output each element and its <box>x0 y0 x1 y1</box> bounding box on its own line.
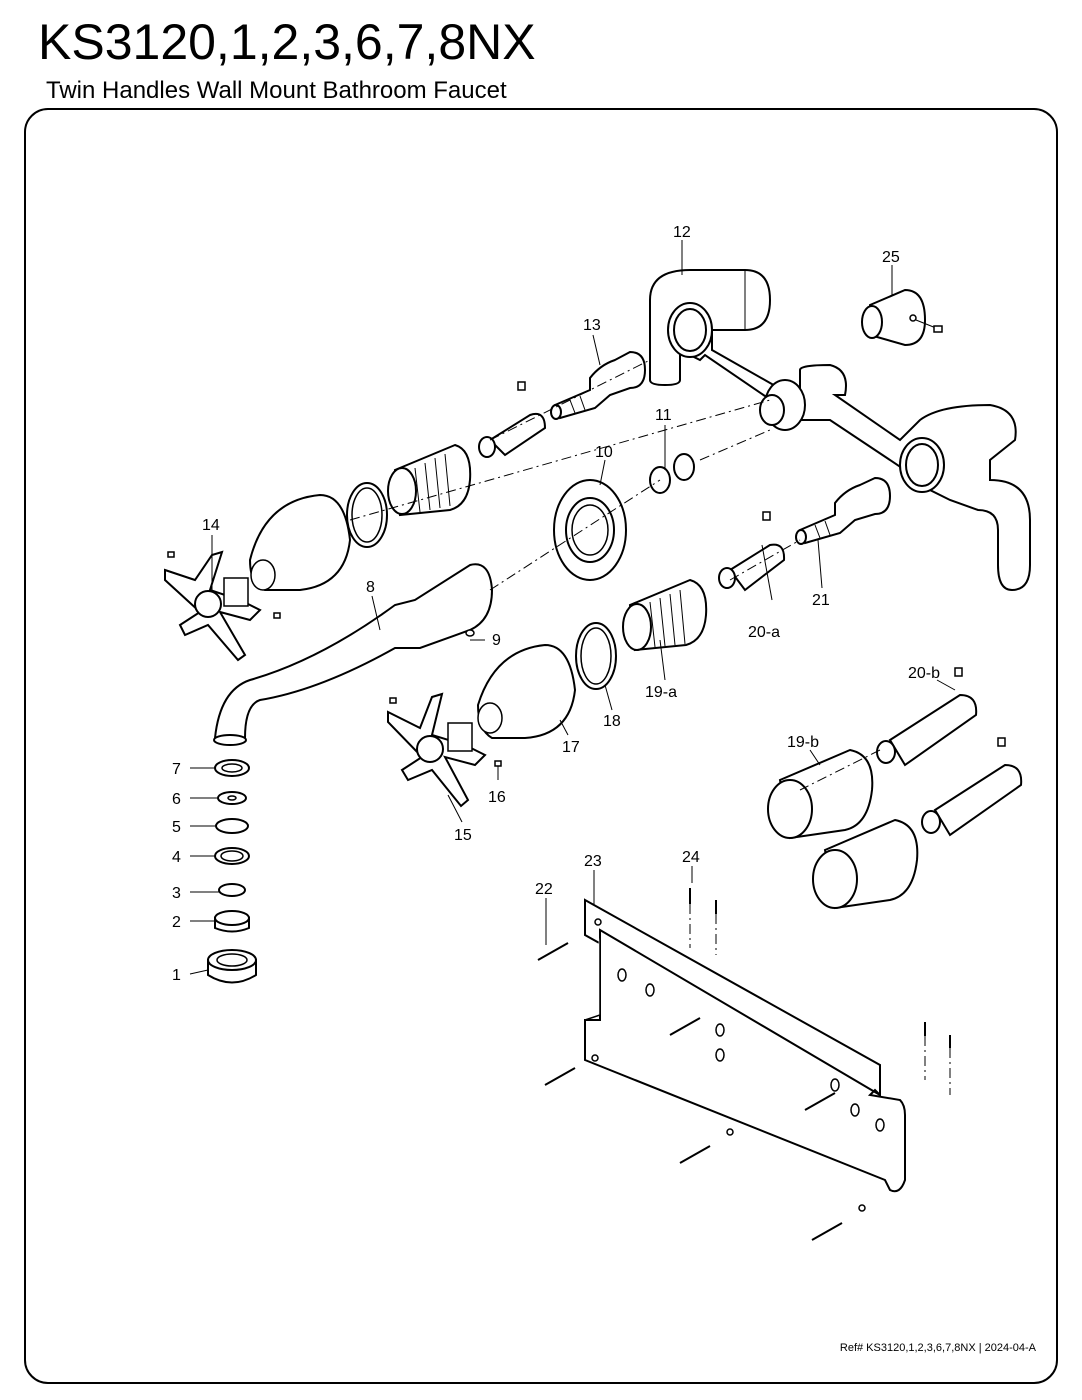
label-6: 6 <box>172 791 181 808</box>
screws <box>537 888 951 1241</box>
label-11: 11 <box>655 407 672 424</box>
part-19b-sleeve-upper <box>767 748 874 840</box>
label-15: 15 <box>454 827 472 844</box>
leader-lines <box>189 240 956 975</box>
label-14: 14 <box>202 517 220 534</box>
part-20b-adapter-upper <box>876 667 978 767</box>
label-22: 22 <box>535 881 553 898</box>
label-24: 24 <box>682 849 700 866</box>
label-13: 13 <box>583 317 601 334</box>
label-20b: 20-b <box>908 665 940 682</box>
label-12: 12 <box>673 224 691 241</box>
part-10-flange <box>553 479 627 581</box>
part-21-cartridge <box>795 476 892 545</box>
label-7: 7 <box>172 761 181 778</box>
part-20a-adapter <box>718 511 786 592</box>
part-11-orings <box>649 453 695 494</box>
label-19b: 19-b <box>787 734 819 751</box>
label-8: 8 <box>366 579 375 596</box>
label-23: 23 <box>584 853 602 870</box>
aerator-stack <box>207 759 257 984</box>
part-19b-sleeve-lower <box>812 818 919 910</box>
label-2: 2 <box>172 914 181 931</box>
label-16: 16 <box>488 789 506 806</box>
part-17-escutcheon <box>476 643 577 739</box>
label-9: 9 <box>492 632 501 649</box>
part-20b-adapter-lower <box>921 737 1023 837</box>
part-15-handle <box>387 692 502 808</box>
part-8-spout <box>213 563 494 746</box>
label-19a: 19-a <box>645 684 677 701</box>
part-14-handle <box>164 550 281 662</box>
label-3: 3 <box>172 885 181 902</box>
page-subtitle: Twin Handles Wall Mount Bathroom Faucet <box>46 77 507 104</box>
part-13-adapter <box>478 381 547 458</box>
label-10: 10 <box>595 444 613 461</box>
label-20a: 20-a <box>748 624 780 641</box>
part-23-bracket <box>584 898 906 1212</box>
label-1: 1 <box>172 967 181 984</box>
label-18: 18 <box>603 713 621 730</box>
label-25: 25 <box>882 249 900 266</box>
label-21: 21 <box>812 592 830 609</box>
part-labels: 12 25 13 11 10 14 8 9 20-a 21 19-a 18 17… <box>172 224 940 984</box>
escutcheon-upper <box>248 493 352 591</box>
page-title: KS3120,1,2,3,6,7,8NX <box>38 14 536 70</box>
part-25-fitting <box>861 288 943 347</box>
part-19a-sleeve <box>622 578 708 652</box>
reference-number: Ref# KS3120,1,2,3,6,7,8NX | 2024-04-A <box>839 1342 1036 1354</box>
label-17: 17 <box>562 739 580 756</box>
sleeve-upper <box>387 443 472 517</box>
label-5: 5 <box>172 819 181 836</box>
diagram-frame <box>24 108 1058 1384</box>
part-12-manifold <box>649 269 1031 592</box>
label-4: 4 <box>172 849 181 866</box>
